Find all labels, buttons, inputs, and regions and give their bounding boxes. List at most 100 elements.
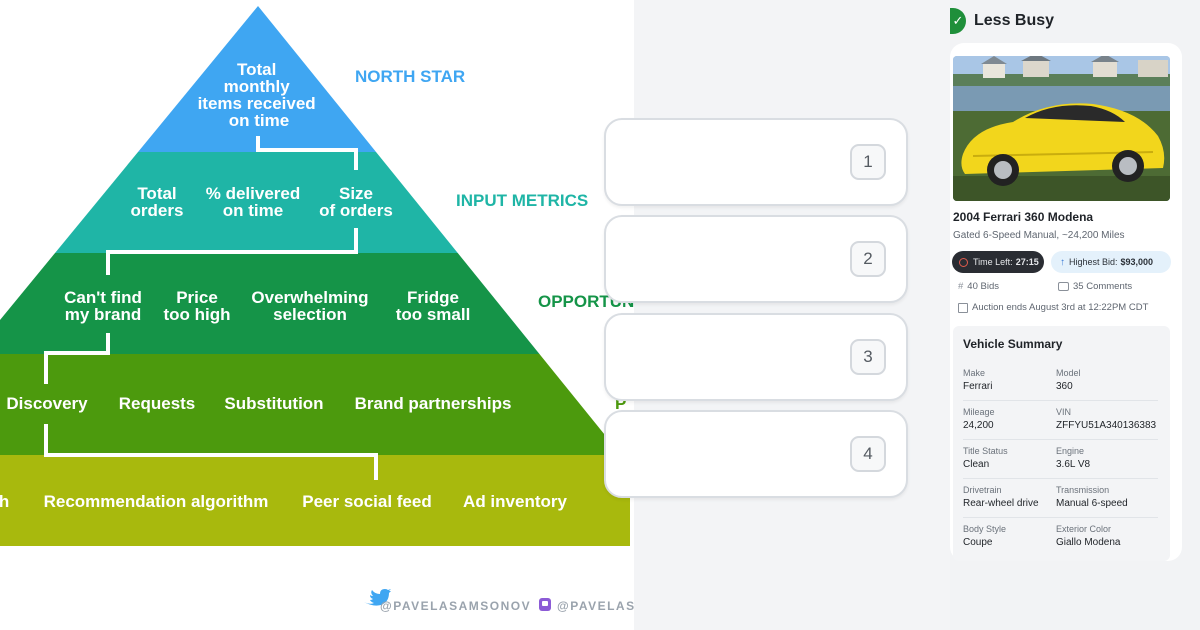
car-image xyxy=(953,56,1170,201)
highest-bid-value: $93,000 xyxy=(1120,257,1154,267)
connector-line xyxy=(44,333,110,384)
summary-value: Giallo Modena xyxy=(1056,537,1121,548)
summary-cell: Exterior Color Giallo Modena xyxy=(1056,524,1148,548)
comment-icon xyxy=(1058,282,1069,291)
bid-count-label: 40 Bids xyxy=(967,281,999,292)
side-label-products: P xyxy=(615,394,626,413)
list-row[interactable]: 4 xyxy=(604,410,908,498)
connector-line xyxy=(44,424,378,480)
summary-cell: Engine 3.6L V8 xyxy=(1056,446,1148,470)
divider xyxy=(963,400,1158,401)
summary-cell: VIN ZFFYU51A340136383 xyxy=(1056,407,1157,431)
summary-value: Manual 6-speed xyxy=(1056,498,1128,509)
twitter-icon xyxy=(364,589,391,606)
summary-cell: Mileage 24,200 xyxy=(963,407,1055,431)
check-icon: ✓ xyxy=(950,8,966,34)
hash-icon: # xyxy=(958,281,964,292)
time-left-value: 27:15 xyxy=(1015,257,1039,267)
summary-key: Body Style xyxy=(963,524,1007,534)
pyramid-item: Brand partnerships xyxy=(355,394,512,413)
summary-key: Model xyxy=(1056,368,1081,378)
summary-value: Ferrari xyxy=(963,381,993,392)
list-row[interactable]: 3 xyxy=(604,313,908,401)
summary-cell: Make Ferrari xyxy=(963,368,1055,392)
connector-line xyxy=(106,228,358,275)
highest-bid-label: Highest Bid: xyxy=(1069,257,1118,267)
time-left-badge: Time Left: 27:15 xyxy=(952,251,1044,273)
summary-key: Mileage xyxy=(963,407,995,417)
pyramid-item: Peer social feed xyxy=(302,492,431,511)
summary-value: ZFFYU51A340136383 xyxy=(1056,420,1157,431)
summary-value: 360 xyxy=(1056,381,1073,392)
summary-cell: Title Status Clean xyxy=(963,446,1055,470)
summary-key: Engine xyxy=(1056,446,1085,456)
clock-icon xyxy=(959,257,968,267)
metrics-pyramid: Total monthly items received on time Tot… xyxy=(0,6,634,613)
credit-handle: @PAVELASA xyxy=(557,599,634,613)
auction-card: 2004 Ferrari 360 Modena Gated 6-Speed Ma… xyxy=(950,43,1182,561)
pyramid-item: Total monthly items received on time xyxy=(198,60,321,130)
auction-panel: ✓ Less Busy xyxy=(950,0,1200,630)
list-row[interactable]: 1 xyxy=(604,118,908,206)
summary-cell: Model 360 xyxy=(1056,368,1148,392)
summary-value: 24,200 xyxy=(963,420,994,431)
summary-cell: Body Style Coupe xyxy=(963,524,1055,548)
summary-value: Rear-wheel drive xyxy=(963,498,1039,509)
side-label-input-metrics: INPUT METRICS xyxy=(456,191,588,210)
pyramid-item: Discovery xyxy=(6,394,88,413)
busy-status: ✓ Less Busy xyxy=(950,6,1054,36)
summary-value: Coupe xyxy=(963,537,993,548)
vehicle-summary: Vehicle Summary Make Ferrari Model 360 M… xyxy=(953,326,1170,561)
pyramid-item: Ad inventory xyxy=(463,492,567,511)
summary-value: 3.6L V8 xyxy=(1056,459,1091,470)
pyramid-level-products xyxy=(0,354,630,455)
row-number: 4 xyxy=(850,436,886,472)
status-label: Less Busy xyxy=(974,12,1055,29)
pyramid-level-features xyxy=(0,455,630,546)
list-row[interactable]: 2 xyxy=(604,215,908,303)
auction-end-label: Auction ends August 3rd at 12:22PM CDT xyxy=(972,302,1149,313)
credit-handle: @PAVELASAMSONOV xyxy=(380,599,531,613)
divider xyxy=(963,517,1158,518)
summary-value: Clean xyxy=(963,459,990,470)
summary-key: Make xyxy=(963,368,986,378)
row-number: 3 xyxy=(850,339,886,375)
pyramid-panel: Total monthly items received on time Tot… xyxy=(0,0,634,630)
calendar-icon xyxy=(958,302,968,313)
pyramid-item: h xyxy=(0,492,9,511)
pyramid-item: Requests xyxy=(119,394,196,413)
vehicle-summary-title: Vehicle Summary xyxy=(963,337,1063,351)
row-number: 2 xyxy=(850,241,886,277)
summary-cell: Drivetrain Rear-wheel drive xyxy=(963,485,1055,509)
summary-cell: Transmission Manual 6-speed xyxy=(1056,485,1148,509)
summary-key: Title Status xyxy=(963,446,1008,456)
pyramid-item: Recommendation algorithm xyxy=(44,492,269,511)
arrow-up-icon: ↑ xyxy=(1060,256,1065,268)
summary-key: Drivetrain xyxy=(963,485,1002,495)
pyramid-level-north-star xyxy=(0,6,630,152)
highest-bid-badge: ↑ Highest Bid: $93,000 xyxy=(1051,251,1171,273)
summary-key: VIN xyxy=(1056,407,1072,417)
summary-key: Transmission xyxy=(1056,485,1110,495)
numbered-list-panel: 1 2 3 4 xyxy=(604,0,950,630)
mastodon-icon xyxy=(539,598,551,611)
connector-line xyxy=(256,136,358,170)
listing-subtitle: Gated 6-Speed Manual, ~24,200 Miles xyxy=(953,230,1125,241)
row-number: 1 xyxy=(850,144,886,180)
auction-end: Auction ends August 3rd at 12:22PM CDT xyxy=(958,302,1148,313)
bid-count[interactable]: # 40 Bids xyxy=(958,281,999,292)
comment-count-label: 35 Comments xyxy=(1073,281,1133,292)
comment-count[interactable]: 35 Comments xyxy=(1058,281,1132,292)
car-photo[interactable] xyxy=(953,56,1170,201)
time-left-label: Time Left: xyxy=(973,257,1013,267)
summary-key: Exterior Color xyxy=(1056,524,1112,534)
divider xyxy=(963,478,1158,479)
listing-title: 2004 Ferrari 360 Modena xyxy=(953,210,1094,224)
side-label-north-star: NORTH STAR xyxy=(355,67,465,86)
